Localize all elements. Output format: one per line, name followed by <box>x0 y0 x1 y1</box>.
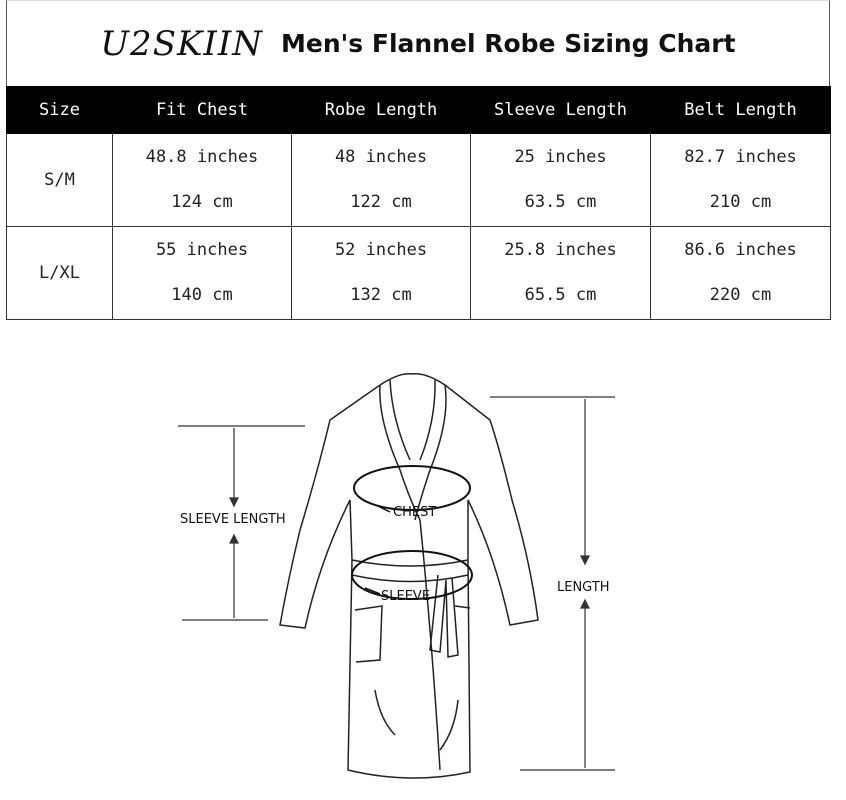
column-header-sleeve-length: Sleeve Length <box>470 86 651 134</box>
brand-logo: U2SKIIN <box>100 23 263 64</box>
sleeve-length-cell: 25 inches 63.5 cm <box>470 133 651 227</box>
column-header-belt-length: Belt Length <box>650 86 831 134</box>
inches-value: 55 inches <box>155 240 249 260</box>
page-title: Men's Flannel Robe Sizing Chart <box>281 29 736 58</box>
column-header-fit-chest: Fit Chest <box>112 86 292 134</box>
cm-value: 132 cm <box>350 285 412 305</box>
inches-value: 48.8 inches <box>145 147 259 167</box>
robe-length-cell: 52 inches 132 cm <box>291 226 471 320</box>
waist-measure-ellipse <box>351 550 473 600</box>
length-label: LENGTH <box>557 580 610 595</box>
cm-value: 124 cm <box>171 192 233 212</box>
table-row: L/XL 55 inches 140 cm 52 inches 132 cm 25.… <box>6 226 831 320</box>
cm-value: 122 cm <box>350 192 412 212</box>
sleeve-length-label: SLEEVE LENGTH <box>180 512 286 527</box>
sleeve-length-dimension <box>178 425 305 621</box>
robe-length-cell: 48 inches 122 cm <box>291 133 471 227</box>
size-table: Size Fit Chest Robe Length Sleeve Length… <box>6 86 831 320</box>
cm-value: 63.5 cm <box>524 192 597 212</box>
table-row: S/M 48.8 inches 124 cm 48 inches 122 cm 25… <box>6 133 831 227</box>
inches-value: 86.6 inches <box>684 240 797 260</box>
waist-label: SLEEVE <box>381 589 430 604</box>
column-header-size: Size <box>6 86 113 134</box>
cm-value: 65.5 cm <box>524 285 597 305</box>
size-cell: S/M <box>6 133 113 227</box>
inches-value: 25.8 inches <box>504 240 617 260</box>
column-header-robe-length: Robe Length <box>291 86 471 134</box>
inches-value: 25 inches <box>514 147 607 167</box>
cm-value: 220 cm <box>709 285 772 305</box>
cm-value: 210 cm <box>709 192 772 212</box>
chest-measure-ellipse <box>353 465 471 511</box>
robe-measurement-diagram: CHEST SLEEVE SLEEVE LENGTH LENGTH <box>178 372 615 779</box>
inches-value: 82.7 inches <box>684 147 797 167</box>
inches-value: 52 inches <box>334 240 428 260</box>
belt-length-cell: 86.6 inches 220 cm <box>650 226 831 320</box>
fit-chest-cell: 48.8 inches 124 cm <box>112 133 292 227</box>
table-header-row: Size Fit Chest Robe Length Sleeve Length… <box>6 86 831 134</box>
robe-outline <box>279 372 539 779</box>
chart-header: U2SKIIN Men's Flannel Robe Sizing Chart <box>6 0 830 86</box>
robe-length-dimension <box>490 396 615 771</box>
cm-value: 140 cm <box>171 285 233 305</box>
fit-chest-cell: 55 inches 140 cm <box>112 226 292 320</box>
belt-length-cell: 82.7 inches 210 cm <box>650 133 831 227</box>
inches-value: 48 inches <box>334 147 428 167</box>
chest-label: CHEST <box>393 505 436 520</box>
sleeve-length-cell: 25.8 inches 65.5 cm <box>470 226 651 320</box>
size-cell: L/XL <box>6 226 113 320</box>
